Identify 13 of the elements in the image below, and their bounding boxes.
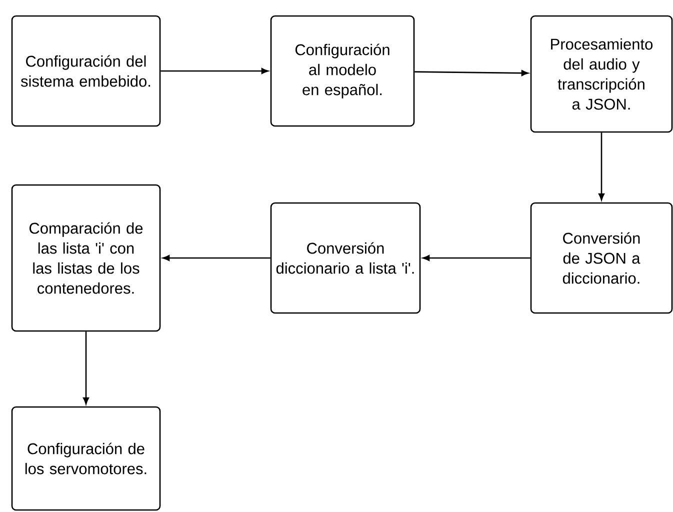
process-box: Conversión de JSON a diccionario. [530, 202, 673, 314]
process-box: Procesamiento del audio y transcripción a JSON. [530, 15, 673, 133]
process-box: Comparación de las lista 'i' con las listas de los contenedores. [11, 184, 161, 332]
process-box: Configuración del sistema embebido. [11, 15, 161, 127]
arrow [83, 332, 89, 404]
arrow [422, 255, 530, 261]
arrow [162, 255, 270, 261]
arrow [414, 70, 528, 76]
arrow [598, 132, 604, 200]
process-box: Configuración al modelo en español. [270, 15, 415, 127]
process-box: Configuración de los servomotores. [11, 406, 161, 511]
process-box: Conversión diccionario a lista 'i'. [270, 202, 421, 314]
arrow [160, 68, 268, 74]
